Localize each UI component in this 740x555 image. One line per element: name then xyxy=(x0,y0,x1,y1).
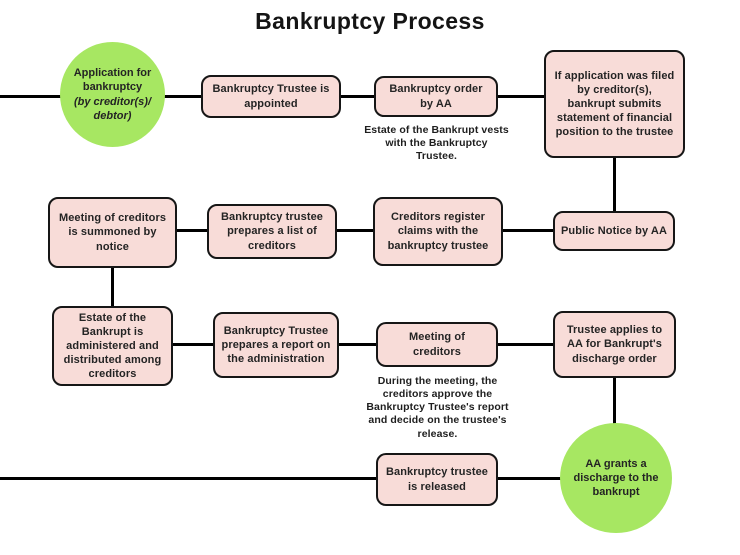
note-meeting-approval: During the meeting, the creditors approv… xyxy=(366,375,509,440)
node-estate-administered: Estate of the Bankrupt is administered a… xyxy=(52,306,173,386)
node-statement-submission: If application was filed by creditor(s),… xyxy=(544,50,685,158)
connector-line xyxy=(176,229,209,232)
node-label-italic: (by creditor(s)/ debtor) xyxy=(73,95,151,122)
node-discharge-granted: AA grants a discharge to the bankrupt xyxy=(560,423,672,533)
connector-line xyxy=(501,229,555,232)
node-label: Creditors register claims with the bankr… xyxy=(387,211,489,252)
node-label: AA grants a discharge to the bankrupt xyxy=(573,457,659,499)
connector-line xyxy=(613,157,616,213)
node-meeting-of-creditors: Meeting of creditors xyxy=(376,322,498,367)
note-estate-vests: Estate of the Bankrupt vests with the Ba… xyxy=(364,124,509,163)
connector-line xyxy=(0,477,378,480)
node-trustee-applies: Trustee applies to AA for Bankrupt's dis… xyxy=(553,311,676,378)
connector-line xyxy=(497,477,565,480)
node-trustee-report: Bankruptcy Trustee prepares a report on … xyxy=(213,312,339,378)
connector-line xyxy=(172,343,215,346)
node-application-for-bankruptcy: Application for bankruptcy (by creditor(… xyxy=(60,42,165,147)
node-label: Bankruptcy trustee is released xyxy=(385,466,489,493)
node-label: Bankruptcy trustee prepares a list of cr… xyxy=(220,211,324,252)
connector-line xyxy=(160,95,205,98)
node-label: Bankruptcy Trustee is appointed xyxy=(212,83,330,110)
node-public-notice: Public Notice by AA xyxy=(553,211,675,251)
node-label: Bankruptcy order by AA xyxy=(389,83,483,110)
connector-line xyxy=(0,95,70,98)
node-label: Bankruptcy Trustee prepares a report on … xyxy=(221,324,331,366)
connector-line xyxy=(111,267,114,308)
node-creditors-register: Creditors register claims with the bankr… xyxy=(373,197,503,266)
node-label: Meeting of creditors xyxy=(409,331,465,358)
node-label: If application was filed by creditor(s),… xyxy=(554,69,675,139)
connector-line xyxy=(496,95,546,98)
node-label: Public Notice by AA xyxy=(561,224,668,237)
connector-line xyxy=(336,229,375,232)
connector-line xyxy=(497,343,555,346)
node-trustee-list: Bankruptcy trustee prepares a list of cr… xyxy=(207,204,337,259)
connector-line xyxy=(338,343,378,346)
connector-line xyxy=(341,95,376,98)
node-meeting-summoned: Meeting of creditors is summoned by noti… xyxy=(48,197,177,268)
node-label: Meeting of creditors is summoned by noti… xyxy=(58,212,167,253)
connector-line xyxy=(613,376,616,428)
page-title: Bankruptcy Process xyxy=(255,8,485,34)
node-label: Application for bankruptcy xyxy=(73,66,152,94)
node-bankruptcy-order: Bankruptcy order by AA xyxy=(374,76,498,117)
node-label: Estate of the Bankrupt is administered a… xyxy=(63,311,162,381)
node-trustee-appointed: Bankruptcy Trustee is appointed xyxy=(201,75,341,118)
node-label: Trustee applies to AA for Bankrupt's dis… xyxy=(566,324,663,365)
node-trustee-released: Bankruptcy trustee is released xyxy=(376,453,498,506)
